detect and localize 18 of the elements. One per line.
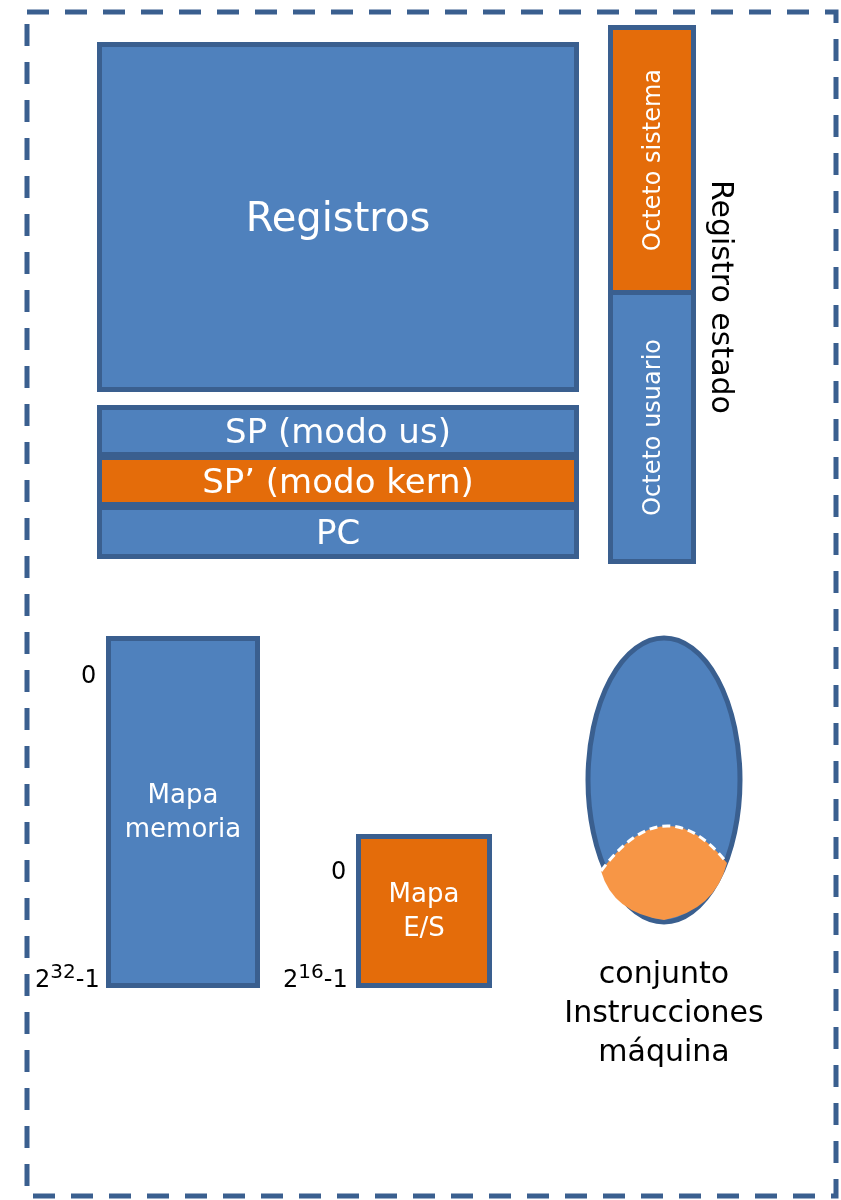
register-box [97, 405, 579, 457]
box-label: PC [315, 510, 361, 554]
address-label: 2$^{16}$-1 [283, 959, 348, 993]
address-label: 0 [81, 661, 97, 689]
address-label: 0 [331, 857, 347, 885]
box-label: Registros [245, 193, 431, 242]
caption-text: conjunto Instrucciones máquina [563, 954, 765, 1070]
address-label: 2$^{32}$-1 [35, 959, 100, 993]
box-label: Mapa E/S [387, 877, 461, 944]
box-label: Mapa memoria [123, 778, 243, 845]
register-box [97, 455, 579, 507]
box-label: Octeto sistema [638, 69, 666, 251]
box-label: SP (modo us) [225, 409, 451, 453]
register-box [97, 505, 579, 559]
box-label: Octeto usuario [638, 338, 666, 516]
register-heading: Registro estado [705, 180, 740, 414]
register-box [97, 42, 579, 392]
box-label: SP’ (modo kern) [202, 459, 474, 503]
